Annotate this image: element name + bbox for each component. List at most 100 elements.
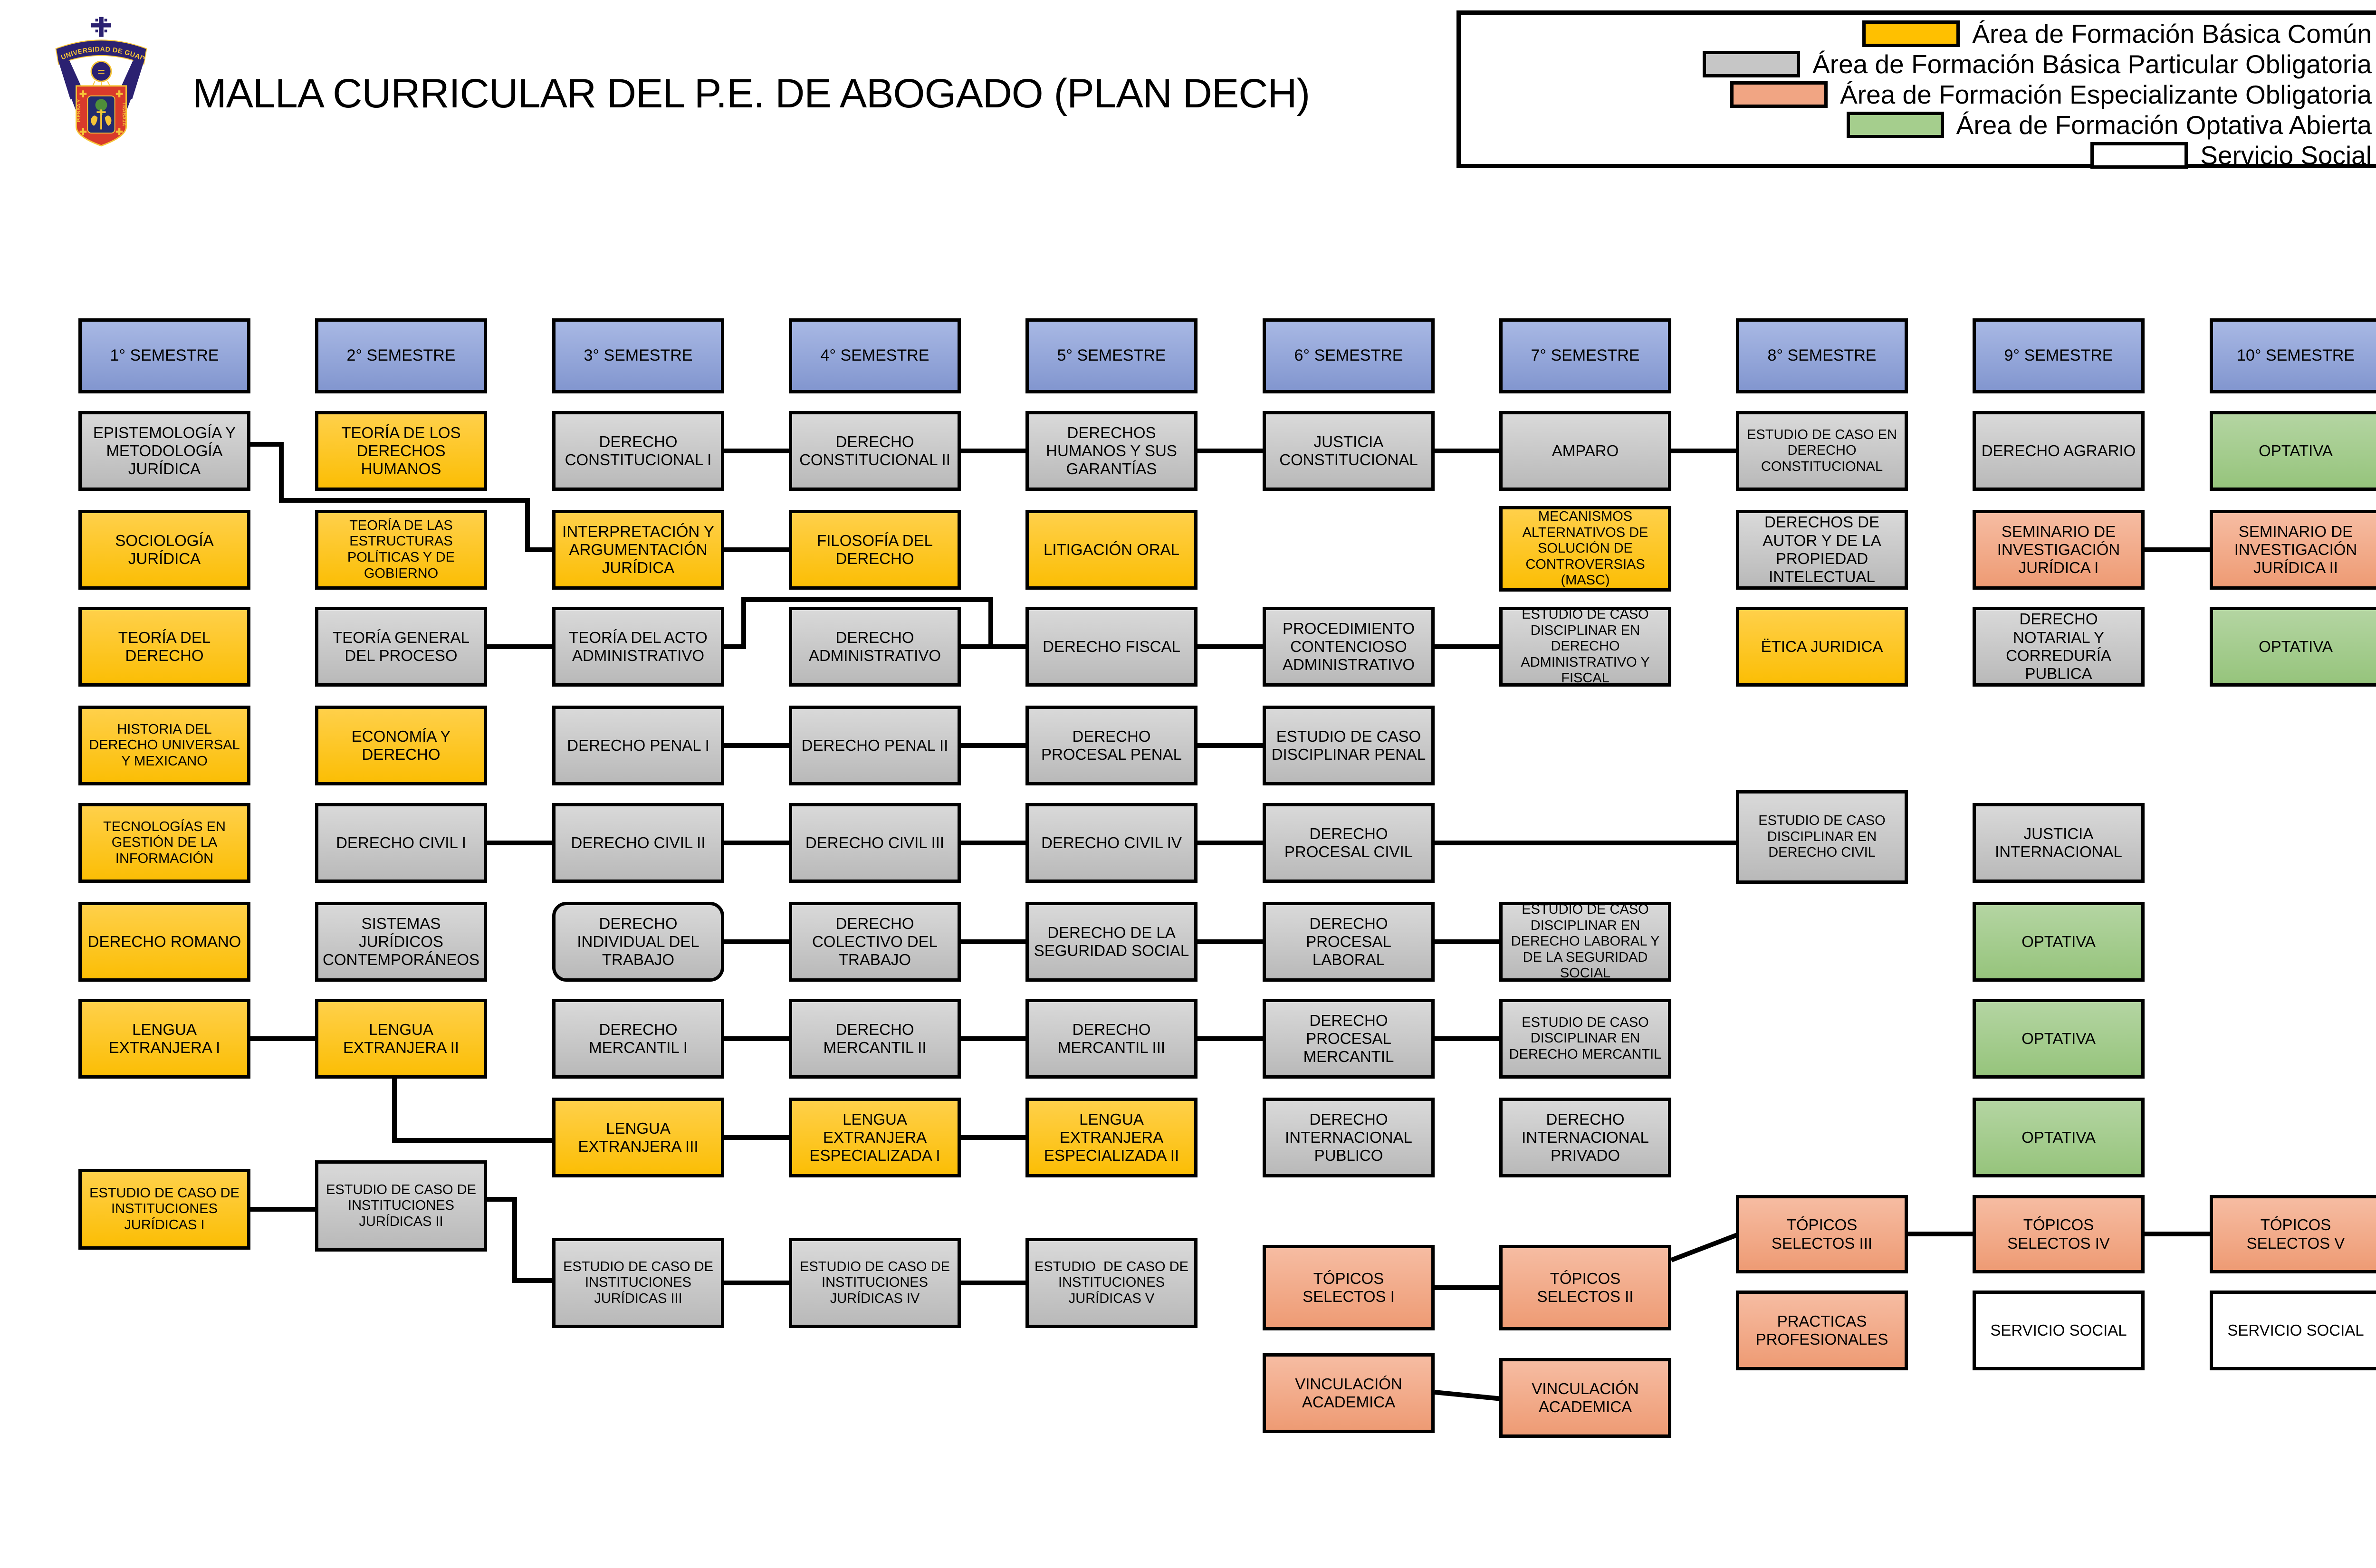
- derecho-notarial-y-correduria-publica-label: DERECHO NOTARIAL Y CORREDURÍA PUBLICA: [2006, 610, 2116, 683]
- estudio-de-caso-disciplinar-en-derecho-mercantil-label: ESTUDIO DE CASO DISCIPLINAR EN DERECHO M…: [1509, 1014, 1662, 1062]
- derecho-procesal-mercantil-label: DERECHO PROCESAL MERCANTIL: [1303, 1011, 1396, 1066]
- legend-label: Área de Formación Básica Particular Obli…: [1812, 49, 2372, 79]
- legend-label: Área de Formación Especializante Obligat…: [1840, 80, 2372, 109]
- semester-header-10: 10° SEMESTRE: [2210, 318, 2376, 393]
- estudio-de-caso-de-instituciones-juridicas-4-label: ESTUDIO DE CASO DE INSTITUCIONES JURÍDIC…: [800, 1259, 954, 1306]
- etica-juridica: ËTICA JURIDICA: [1736, 607, 1908, 687]
- teoria-de-los-derechos-humanos-label: TEORÍA DE LOS DERECHOS HUMANOS: [341, 423, 465, 478]
- derecho-civil-4-label: DERECHO CIVIL IV: [1041, 833, 1182, 851]
- legend-item-basica-particular: Área de Formación Básica Particular Obli…: [1703, 49, 2372, 79]
- estudio-de-caso-disciplinar-en-derecho-laboral-y-seguridad-social-label: ESTUDIO DE CASO DISCIPLINAR EN DERECHO L…: [1511, 901, 1664, 981]
- lengua-extranjera-3: LENGUA EXTRANJERA III: [552, 1098, 724, 1177]
- derecho-romano-label: DERECHO ROMANO: [87, 932, 241, 950]
- derecho-civil-3: DERECHO CIVIL III: [789, 803, 961, 883]
- derecho-mercantil-1-label: DERECHO MERCANTIL I: [589, 1020, 688, 1056]
- page-title: MALLA CURRICULAR DEL P.E. DE ABOGADO (PL…: [192, 71, 1310, 116]
- estudio-de-caso-de-instituciones-juridicas-1-label: ESTUDIO DE CASO DE INSTITUCIONES JURÍDIC…: [89, 1185, 243, 1233]
- optativa-9a: OPTATIVA: [1973, 902, 2145, 982]
- teoria-del-acto-administrativo: TEORÍA DEL ACTO ADMINISTRATIVO: [552, 607, 724, 687]
- derechos-de-autor-y-de-la-propiedad-intelectual: DERECHOS DE AUTOR Y DE LA PROPIEDAD INTE…: [1736, 510, 1908, 590]
- semester-header-9-label: 9° SEMESTRE: [2004, 346, 2113, 365]
- estudio-de-caso-disciplinar-en-derecho-administrativo-y-fiscal-label: ESTUDIO DE CASO DISCIPLINAR EN DERECHO A…: [1521, 606, 1654, 686]
- historia-del-derecho-universal-y-mexicano: HISTORIA DEL DERECHO UNIVERSAL Y MEXICAN…: [78, 706, 250, 785]
- derecho-procesal-laboral-label: DERECHO PROCESAL LABORAL: [1306, 914, 1396, 969]
- vinculacion-academica-7: VINCULACIÓN ACADEMICA: [1499, 1358, 1671, 1438]
- derecho-civil-1-label: DERECHO CIVIL I: [336, 833, 466, 851]
- derecho-individual-del-trabajo-label: DERECHO INDIVIDUAL DEL TRABAJO: [577, 914, 704, 969]
- economia-y-derecho: ECONOMÍA Y DERECHO: [315, 706, 487, 785]
- derechos-de-autor-y-de-la-propiedad-intelectual-label: DERECHOS DE AUTOR Y DE LA PROPIEDAD INTE…: [1763, 513, 1886, 586]
- derecho-procesal-mercantil: DERECHO PROCESAL MERCANTIL: [1263, 999, 1435, 1079]
- derecho-civil-2-label: DERECHO CIVIL II: [571, 833, 706, 851]
- derecho-penal-2: DERECHO PENAL II: [789, 706, 961, 785]
- topicos-selectos-3: TÓPICOS SELECTOS III: [1736, 1195, 1908, 1273]
- servicio-social-9-label: SERVICIO SOCIAL: [1990, 1321, 2127, 1339]
- legend-item-basica-comun: Área de Formación Básica Común: [1862, 19, 2372, 49]
- estudio-de-caso-en-derecho-constitucional-label: ESTUDIO DE CASO EN DERECHO CONSTITUCIONA…: [1747, 427, 1901, 474]
- connector-line: [1434, 1390, 1502, 1401]
- sociologia-juridica-label: SOCIOLOGÍA JURÍDICA: [115, 531, 218, 567]
- seminario-de-investigacion-juridica-2: SEMINARIO DE INVESTIGACIÓN JURÍDICA II: [2210, 510, 2376, 590]
- connector-line: [1670, 1232, 1739, 1262]
- legend-item-especializante: Área de Formación Especializante Obligat…: [1730, 79, 2372, 110]
- semester-header-7-label: 7° SEMESTRE: [1531, 346, 1640, 365]
- topicos-selectos-3-label: TÓPICOS SELECTOS III: [1771, 1216, 1873, 1252]
- derecho-constitucional-1-label: DERECHO CONSTITUCIONAL I: [565, 432, 712, 468]
- tecnologias-en-gestion-de-la-informacion-label: TECNOLOGÍAS EN GESTIÓN DE LA INFORMACIÓN: [103, 819, 230, 866]
- estudio-de-caso-disciplinar-penal: ESTUDIO DE CASO DISCIPLINAR PENAL: [1263, 706, 1435, 785]
- estudio-de-caso-de-instituciones-juridicas-1: ESTUDIO DE CASO DE INSTITUCIONES JURÍDIC…: [78, 1169, 250, 1250]
- university-logo: UNIVERSIDAD DE GUADALAJARA ✚✚ ✚✚ PIENSA …: [51, 12, 147, 147]
- legend-item-optativa: Área de Formación Optativa Abierta: [1846, 110, 2372, 140]
- teoria-de-las-estructuras-politicas-y-de-gobierno: TEORÍA DE LAS ESTRUCTURAS POLÍTICAS Y DE…: [315, 510, 487, 590]
- derecho-constitucional-1: DERECHO CONSTITUCIONAL I: [552, 411, 724, 491]
- lengua-extranjera-1: LENGUA EXTRANJERA I: [78, 999, 250, 1079]
- derecho-administrativo-label: DERECHO ADMINISTRATIVO: [808, 628, 941, 664]
- estudio-de-caso-disciplinar-penal-label: ESTUDIO DE CASO DISCIPLINAR PENAL: [1271, 727, 1426, 763]
- practicas-profesionales: PRACTICAS PROFESIONALES: [1736, 1291, 1908, 1370]
- derecho-fiscal: DERECHO FISCAL: [1025, 607, 1198, 687]
- legend-label: Servicio Social: [2200, 141, 2372, 170]
- optativa-10b-label: OPTATIVA: [2259, 637, 2333, 655]
- semester-header-9: 9° SEMESTRE: [1973, 318, 2145, 393]
- estudio-de-caso-de-instituciones-juridicas-4: ESTUDIO DE CASO DE INSTITUCIONES JURÍDIC…: [789, 1238, 961, 1328]
- derecho-mercantil-3-label: DERECHO MERCANTIL III: [1057, 1020, 1166, 1056]
- lengua-extranjera-2: LENGUA EXTRANJERA II: [315, 999, 487, 1079]
- derecho-constitucional-2-label: DERECHO CONSTITUCIONAL II: [799, 432, 950, 468]
- derecho-administrativo: DERECHO ADMINISTRATIVO: [789, 607, 961, 687]
- semester-header-2-label: 2° SEMESTRE: [346, 346, 456, 365]
- derecho-mercantil-1: DERECHO MERCANTIL I: [552, 999, 724, 1079]
- teoria-del-acto-administrativo-label: TEORÍA DEL ACTO ADMINISTRATIVO: [569, 628, 711, 664]
- estudio-de-caso-disciplinar-en-derecho-laboral-y-seguridad-social: ESTUDIO DE CASO DISCIPLINAR EN DERECHO L…: [1499, 902, 1671, 982]
- historia-del-derecho-universal-y-mexicano-label: HISTORIA DEL DERECHO UNIVERSAL Y MEXICAN…: [89, 721, 244, 769]
- practicas-profesionales-label: PRACTICAS PROFESIONALES: [1755, 1312, 1888, 1348]
- estudio-de-caso-de-instituciones-juridicas-5-label: ESTUDIO DE CASO DE INSTITUCIONES JURÍDIC…: [1035, 1259, 1192, 1306]
- servicio-social-10: SERVICIO SOCIAL: [2210, 1291, 2376, 1370]
- epistemologia-y-metodologia-juridica: EPISTEMOLOGÍA Y METODOLOGÍA JURÍDICA: [78, 411, 250, 491]
- justicia-internacional-label: JUSTICIA INTERNACIONAL: [1995, 824, 2122, 860]
- procedimiento-contencioso-administrativo-label: PROCEDIMIENTO CONTENCIOSO ADMINISTRATIVO: [1282, 619, 1419, 674]
- lengua-extranjera-1-label: LENGUA EXTRANJERA I: [108, 1020, 220, 1056]
- svg-text:✚: ✚: [79, 90, 87, 100]
- logo-motto-left: PIENSA Y: [76, 99, 82, 122]
- connector-line: [724, 597, 1028, 649]
- derecho-civil-2: DERECHO CIVIL II: [552, 803, 724, 883]
- economia-y-derecho-label: ECONOMÍA Y DERECHO: [351, 727, 455, 763]
- lengua-extranjera-especializada-1: LENGUA EXTRANJERA ESPECIALIZADA I: [789, 1098, 961, 1177]
- justicia-internacional: JUSTICIA INTERNACIONAL: [1973, 803, 2145, 883]
- derecho-procesal-penal-label: DERECHO PROCESAL PENAL: [1041, 727, 1182, 763]
- topicos-selectos-1: TÓPICOS SELECTOS I: [1263, 1245, 1435, 1330]
- lengua-extranjera-especializada-2-label: LENGUA EXTRANJERA ESPECIALIZADA II: [1044, 1110, 1179, 1165]
- optativa-10a: OPTATIVA: [2210, 411, 2376, 491]
- derecho-constitucional-2: DERECHO CONSTITUCIONAL II: [789, 411, 961, 491]
- estudio-de-caso-disciplinar-en-derecho-administrativo-y-fiscal: ESTUDIO DE CASO DISCIPLINAR EN DERECHO A…: [1499, 607, 1671, 687]
- sistemas-juridicos-contemporaneos-label: SISTEMAS JURÍDICOS CONTEMPORÁNEOS: [322, 914, 480, 969]
- optativa-10a-label: OPTATIVA: [2259, 441, 2333, 459]
- legend-item-servicio-social: Servicio Social: [2090, 140, 2372, 171]
- semester-header-10-label: 10° SEMESTRE: [2237, 346, 2355, 365]
- derechos-humanos-y-sus-garantias-label: DERECHOS HUMANOS Y SUS GARANTÍAS: [1046, 423, 1182, 478]
- semester-header-8: 8° SEMESTRE: [1736, 318, 1908, 393]
- topicos-selectos-5: TÓPICOS SELECTOS V: [2210, 1195, 2376, 1273]
- semester-header-6-label: 6° SEMESTRE: [1294, 346, 1403, 365]
- svg-text:✚: ✚: [79, 127, 87, 137]
- derechos-humanos-y-sus-garantias: DERECHOS HUMANOS Y SUS GARANTÍAS: [1025, 411, 1198, 491]
